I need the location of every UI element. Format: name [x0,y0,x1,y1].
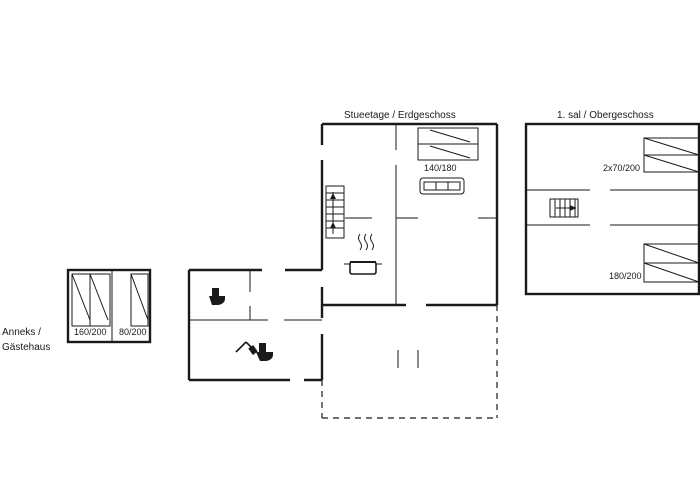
upper-floor-title: 1. sal / Obergeschoss [557,110,654,121]
sofa-icon [419,177,465,195]
annex-bed-left-size: 160/200 [74,327,107,337]
ground-floor-walls [187,122,499,382]
annex-bed-right-size: 80/200 [119,327,147,337]
annex-title-line2: Gästehaus [2,342,50,353]
annex-title-line1: Anneks / [2,327,41,338]
upper-bed-bottom-size: 180/200 [609,271,642,281]
upper-floor-walls [524,122,700,296]
bed-icon [71,273,111,327]
stairs-icon [325,185,345,239]
stairs-icon [549,198,579,218]
ground-bed-size: 140/180 [424,163,457,173]
bed-icon [130,273,149,327]
toilet-icon [256,343,273,361]
bed-icon [417,127,479,161]
bed-icon [643,137,700,173]
ground-floor-title: Stueetage / Erdgeschoss [344,110,456,121]
upper-bed-top-size: 2x70/200 [603,163,640,173]
terrace-outline [321,305,498,419]
shower-icon [235,341,258,355]
cooking-pot-icon [344,233,382,275]
toilet-icon [209,288,225,305]
annex-building [66,268,152,344]
bed-icon [643,243,700,283]
